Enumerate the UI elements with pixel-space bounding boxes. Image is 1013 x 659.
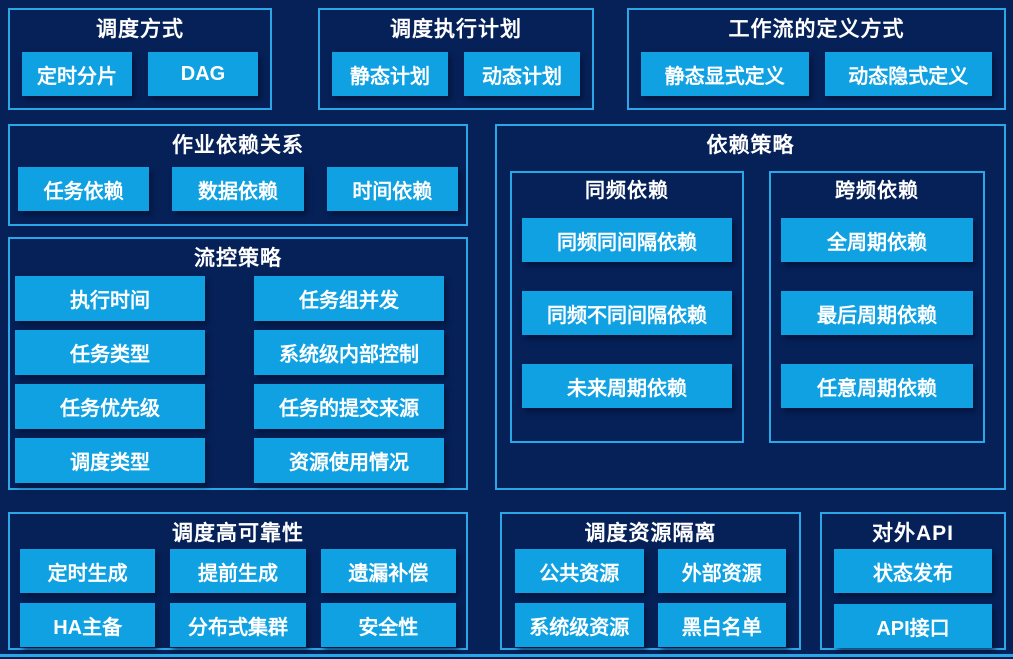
tag-system-level-resources: 系统级资源	[515, 603, 644, 647]
panel-resource-isolation: 调度资源隔离 公共资源 外部资源 系统级资源 黑白名单	[500, 512, 801, 650]
bottom-divider-line	[0, 654, 1013, 657]
panel-external-api-items: 状态发布 API接口	[822, 547, 1004, 648]
subpanel-same-frequency: 同频依赖 同频同间隔依赖 同频不同间隔依赖 未来周期依赖	[510, 171, 744, 443]
subpanel-cross-frequency-title: 跨频依赖	[835, 180, 919, 202]
tag-status-publish: 状态发布	[834, 549, 992, 593]
panel-resource-isolation-items: 公共资源 外部资源 系统级资源 黑白名单	[502, 547, 799, 647]
tag-system-internal-control: 系统级内部控制	[254, 330, 444, 375]
tag-dynamic-implicit-definition: 动态隐式定义	[824, 52, 992, 96]
panel-dependency-strategy: 依赖策略 同频依赖 同频同间隔依赖 同频不同间隔依赖 未来周期依赖 跨频依赖 全…	[495, 124, 1006, 490]
tag-full-cycle-dependency: 全周期依赖	[781, 218, 973, 262]
panel-scheduling-method: 调度方式 定时分片 DAG	[8, 8, 272, 110]
tag-time-dependency: 时间依赖	[326, 167, 458, 211]
subpanel-same-frequency-title: 同频依赖	[585, 180, 669, 202]
tag-same-freq-same-interval: 同频同间隔依赖	[522, 218, 732, 262]
tag-task-group-concurrency: 任务组并发	[254, 276, 444, 321]
panel-workflow-definition: 工作流的定义方式 静态显式定义 动态隐式定义	[627, 8, 1006, 110]
tag-black-white-list: 黑白名单	[657, 603, 786, 647]
tag-task-dependency: 任务依赖	[18, 167, 150, 211]
tag-future-cycle-dependency: 未来周期依赖	[522, 364, 732, 408]
subpanel-cross-frequency: 跨频依赖 全周期依赖 最后周期依赖 任意周期依赖	[769, 171, 985, 443]
panel-high-reliability-title: 调度高可靠性	[172, 522, 304, 545]
panel-scheduling-method-items: 定时分片 DAG	[10, 52, 270, 96]
tag-resource-usage: 资源使用情况	[254, 438, 444, 483]
panel-workflow-definition-title: 工作流的定义方式	[728, 18, 905, 41]
panel-job-dependency: 作业依赖关系 任务依赖 数据依赖 时间依赖	[8, 124, 468, 226]
tag-scheduling-type: 调度类型	[15, 438, 205, 483]
tag-static-plan: 静态计划	[332, 52, 448, 96]
tag-external-resources: 外部资源	[657, 549, 786, 593]
panel-dependency-strategy-subpanels: 同频依赖 同频同间隔依赖 同频不同间隔依赖 未来周期依赖 跨频依赖 全周期依赖 …	[497, 171, 1004, 443]
tag-any-cycle-dependency: 任意周期依赖	[781, 364, 973, 408]
panel-job-dependency-items: 任务依赖 数据依赖 时间依赖	[10, 167, 466, 211]
tag-timed-generation: 定时生成	[20, 549, 156, 593]
tag-execution-time: 执行时间	[15, 276, 205, 321]
panel-workflow-definition-items: 静态显式定义 动态隐式定义	[629, 52, 1004, 96]
tag-ha-master-standby: HA主备	[20, 603, 156, 647]
tag-task-priority: 任务优先级	[15, 384, 205, 429]
panel-external-api-title: 对外API	[871, 522, 954, 545]
tag-timed-sharding: 定时分片	[22, 52, 132, 96]
tag-omission-compensation: 遗漏补偿	[320, 549, 456, 593]
tag-task-type: 任务类型	[15, 330, 205, 375]
tag-dynamic-plan: 动态计划	[464, 52, 580, 96]
panel-external-api: 对外API 状态发布 API接口	[820, 512, 1006, 650]
panel-dependency-strategy-title: 依赖策略	[706, 134, 795, 157]
tag-task-submit-source: 任务的提交来源	[254, 384, 444, 429]
panel-resource-isolation-title: 调度资源隔离	[584, 522, 717, 545]
tag-same-freq-diff-interval: 同频不同间隔依赖	[522, 291, 732, 335]
tag-dag: DAG	[148, 52, 258, 96]
tag-security: 安全性	[320, 603, 456, 647]
tag-public-resources: 公共资源	[515, 549, 644, 593]
panel-high-reliability-items: 定时生成 提前生成 遗漏补偿 HA主备 分布式集群 安全性	[10, 547, 466, 647]
panel-flow-control-title: 流控策略	[194, 247, 282, 270]
tag-data-dependency: 数据依赖	[172, 167, 304, 211]
tag-static-explicit-definition: 静态显式定义	[641, 52, 809, 96]
panel-execution-plan-title: 调度执行计划	[390, 18, 522, 41]
panel-scheduling-method-title: 调度方式	[96, 18, 184, 41]
tag-advance-generation: 提前生成	[170, 549, 306, 593]
panel-job-dependency-title: 作业依赖关系	[172, 134, 304, 157]
tag-api-interface: API接口	[834, 604, 992, 648]
panel-flow-control: 流控策略 执行时间 任务组并发 任务类型 系统级内部控制 任务优先级 任务的提交…	[8, 237, 468, 490]
panel-high-reliability: 调度高可靠性 定时生成 提前生成 遗漏补偿 HA主备 分布式集群 安全性	[8, 512, 468, 650]
panel-execution-plan: 调度执行计划 静态计划 动态计划	[318, 8, 594, 110]
tag-last-cycle-dependency: 最后周期依赖	[781, 291, 973, 335]
tag-distributed-cluster: 分布式集群	[170, 603, 306, 647]
panel-execution-plan-items: 静态计划 动态计划	[320, 52, 592, 96]
panel-flow-control-items: 执行时间 任务组并发 任务类型 系统级内部控制 任务优先级 任务的提交来源 调度…	[10, 272, 466, 483]
